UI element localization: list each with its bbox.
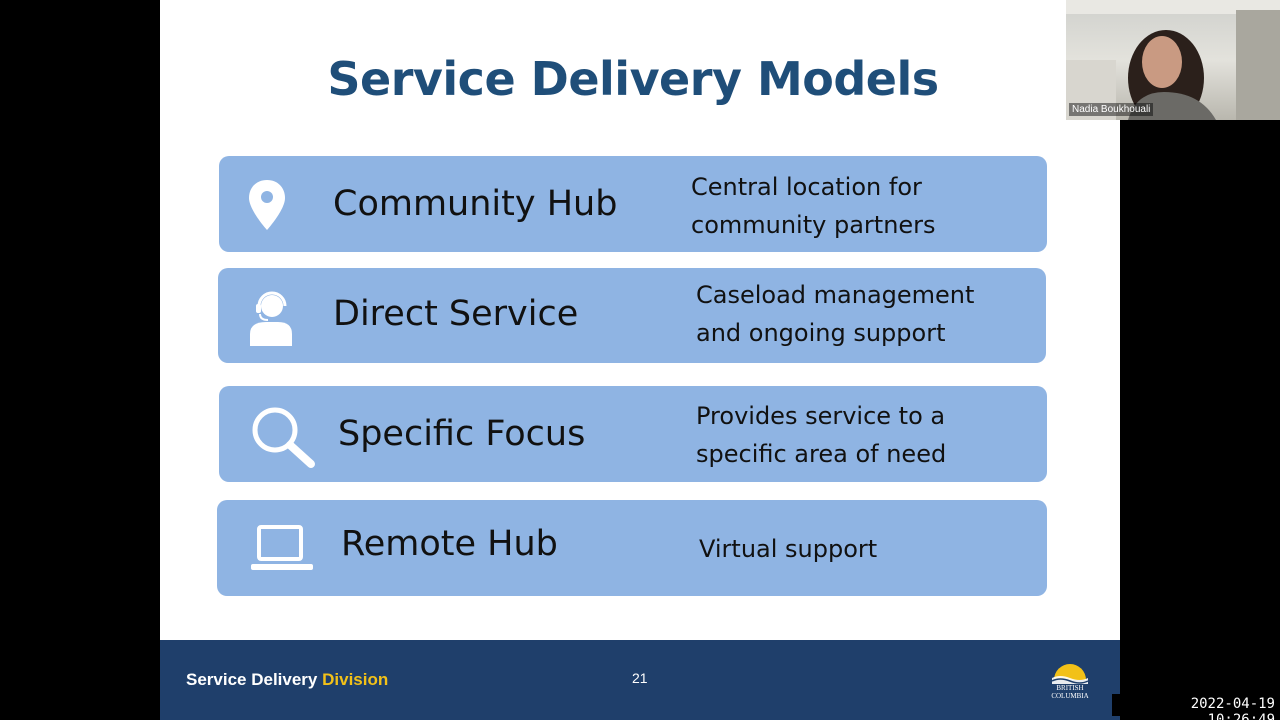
bc-government-logo: BRITISH COLUMBIA xyxy=(1048,658,1092,706)
card-label: Direct Service xyxy=(333,294,579,334)
webcam-tile[interactable]: Nadia Boukhouali xyxy=(1066,0,1280,120)
footer-brand-accent: Division xyxy=(322,670,389,689)
laptop-icon xyxy=(249,522,315,574)
footer-brand: Service Delivery Division xyxy=(186,670,388,690)
headset-person-icon xyxy=(246,286,296,348)
card-description: Provides service to a specific area of n… xyxy=(696,402,947,468)
card-label: Community Hub xyxy=(333,184,618,224)
slide-footer: Service Delivery Division 21 BRITISH COL… xyxy=(160,640,1120,720)
participant-video xyxy=(1066,0,1280,120)
sun-icon xyxy=(1051,664,1089,684)
card-description: Central location for community partners xyxy=(691,173,936,239)
card-label: Specific Focus xyxy=(338,414,586,454)
card-direct-service: Direct Service Caseload management and o… xyxy=(218,268,1046,363)
slide-title: Service Delivery Models xyxy=(327,52,939,106)
participant-name: Nadia Boukhouali xyxy=(1069,103,1154,116)
card-description: Virtual support xyxy=(699,535,878,563)
card-label: Remote Hub xyxy=(341,524,558,564)
location-pin-icon xyxy=(247,178,287,232)
presentation-slide: Service Delivery Models Community Hub Ce… xyxy=(160,0,1120,720)
card-description: Caseload management and ongoing support xyxy=(696,281,975,347)
card-community-hub: Community Hub Central location for commu… xyxy=(219,156,1047,252)
magnifier-icon xyxy=(247,404,317,468)
footer-brand-main: Service Delivery xyxy=(186,670,323,689)
timestamp-overlay: 2022-04-19 10:26:49 xyxy=(1112,694,1280,720)
bc-logo-text: BRITISH COLUMBIA xyxy=(1051,684,1089,700)
page-number: 21 xyxy=(632,670,648,686)
card-specific-focus: Specific Focus Provides service to a spe… xyxy=(219,386,1047,482)
card-remote-hub: Remote Hub Virtual support xyxy=(217,500,1047,596)
